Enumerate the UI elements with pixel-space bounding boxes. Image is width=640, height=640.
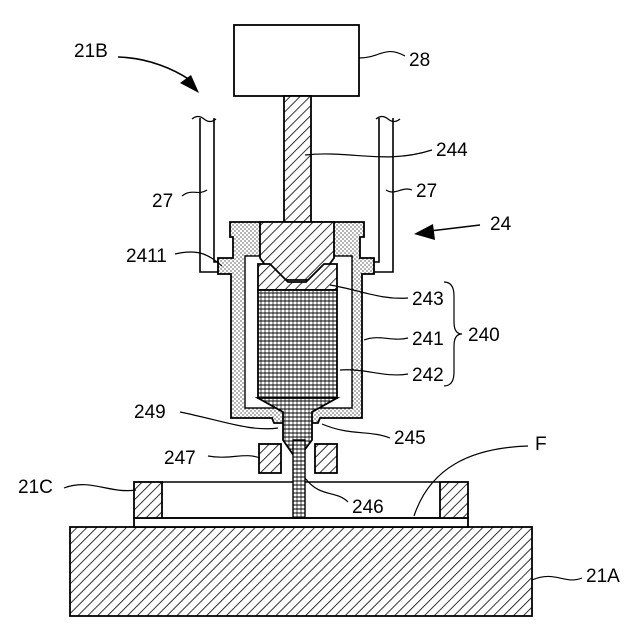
label-241: 241 xyxy=(412,329,444,350)
label-2411: 2411 xyxy=(126,246,167,267)
arrow-21B-head xyxy=(180,75,199,93)
base-stage xyxy=(70,527,532,616)
label-240: 240 xyxy=(468,325,500,346)
material-chamber xyxy=(258,290,337,398)
leader-247 xyxy=(208,456,260,458)
rod xyxy=(284,96,311,222)
bracket-240 xyxy=(444,282,462,386)
leader-27-left xyxy=(182,190,207,196)
label-21C: 21C xyxy=(18,477,53,498)
label-21B: 21B xyxy=(74,41,108,62)
guide-right xyxy=(315,444,337,473)
frame-left xyxy=(134,482,162,518)
label-245: 245 xyxy=(394,428,426,449)
label-24: 24 xyxy=(490,214,512,235)
leader-241 xyxy=(364,338,408,340)
label-F: F xyxy=(535,434,547,455)
leader-27-right xyxy=(386,189,412,192)
label-21A: 21A xyxy=(586,566,620,587)
needle xyxy=(293,440,305,518)
drive-unit xyxy=(234,25,359,96)
frame-right xyxy=(440,482,468,518)
leader-28 xyxy=(359,52,405,58)
leader-F xyxy=(414,446,528,516)
arrow-24 xyxy=(430,225,480,231)
label-249: 249 xyxy=(134,402,166,423)
leader-21A xyxy=(532,576,582,580)
leader-2411 xyxy=(175,252,222,266)
label-27-right: 27 xyxy=(416,181,437,202)
label-243: 243 xyxy=(412,289,444,310)
break-mark-left xyxy=(192,117,216,122)
leader-244 xyxy=(305,150,432,157)
leader-21C xyxy=(64,485,136,491)
label-244: 244 xyxy=(436,140,468,161)
film-plate xyxy=(134,518,468,527)
label-28: 28 xyxy=(409,50,430,71)
label-247: 247 xyxy=(164,448,196,469)
guide-left xyxy=(259,444,281,473)
label-27-left: 27 xyxy=(152,191,173,212)
label-246: 246 xyxy=(352,497,384,518)
leader-245 xyxy=(322,424,390,438)
label-242: 242 xyxy=(412,365,444,386)
arrow-21B xyxy=(118,57,190,80)
arrow-24-head xyxy=(414,224,435,240)
